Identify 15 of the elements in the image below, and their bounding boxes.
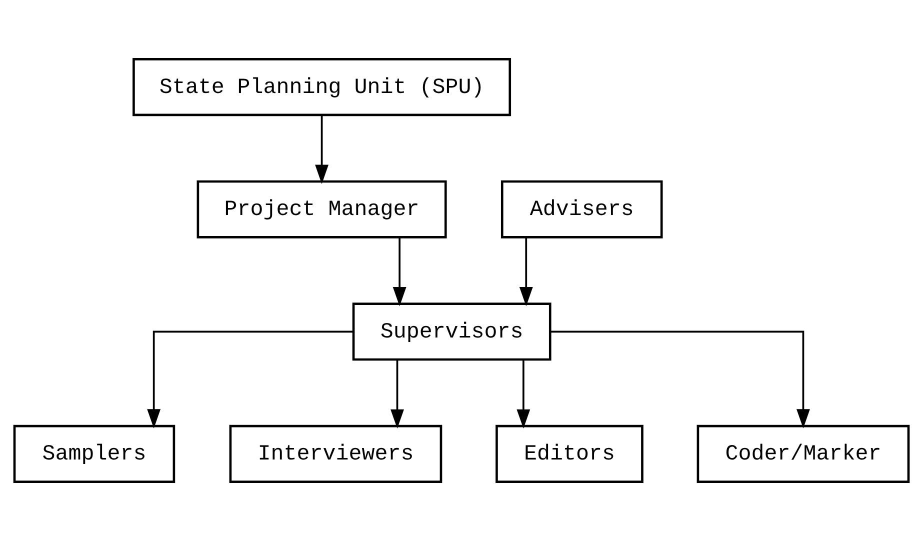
node-box: Editors [496, 424, 644, 483]
node-box: Project Manager [196, 180, 447, 238]
arrow [550, 330, 810, 428]
node-box: Advisers [500, 180, 663, 238]
arrow [519, 238, 533, 306]
node-box: Interviewers [229, 424, 442, 483]
node-box: State Planning Unit (SPU) [132, 58, 512, 116]
arrow [392, 238, 406, 306]
arrow [315, 115, 329, 184]
arrow [516, 360, 530, 429]
arrow [390, 360, 404, 429]
node-box: Supervisors [352, 302, 552, 361]
arrow [147, 330, 354, 428]
node-box: Samplers [13, 424, 176, 483]
node-box: Coder/Marker [696, 424, 910, 483]
